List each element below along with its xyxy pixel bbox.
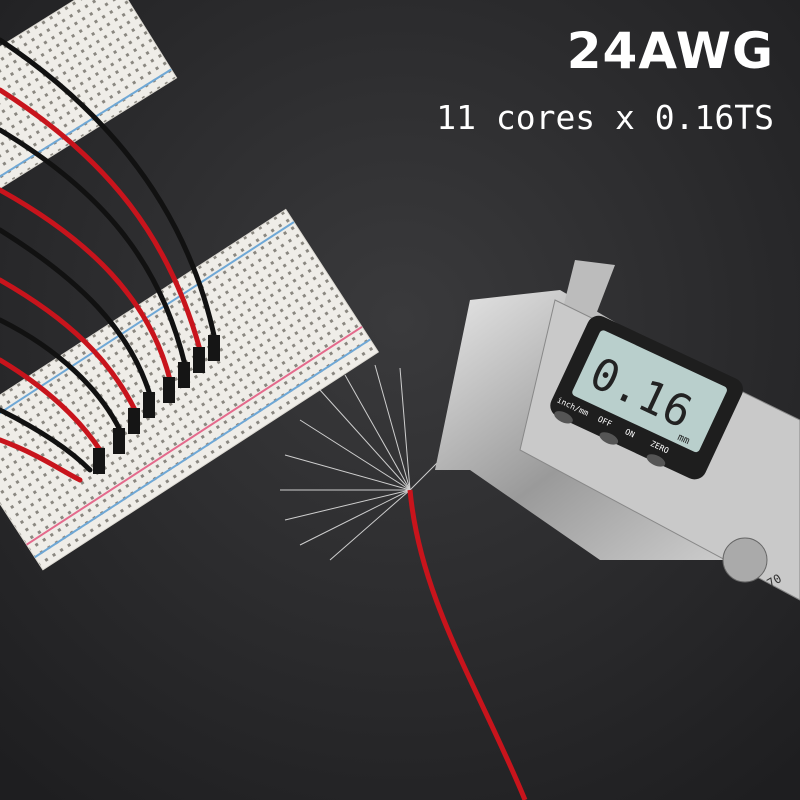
thumb-wheel[interactable] — [722, 537, 768, 583]
lcd-unit: mm — [676, 432, 692, 447]
breadboard-top — [0, 0, 178, 196]
on-label: ON — [624, 427, 637, 439]
digital-caliper: 0.16 mm inch/mm OFF ON ZERO 70 — [435, 260, 800, 601]
scale-label: 70 — [765, 571, 785, 590]
wire-strands — [280, 364, 441, 561]
product-title: 24AWG — [566, 22, 774, 80]
red-wire — [407, 489, 528, 800]
jumper-wires — [0, 37, 218, 483]
jumper-connectors — [93, 335, 220, 474]
product-subtitle: 11 cores x 0.16TS — [436, 98, 774, 137]
off-on-button[interactable] — [598, 430, 620, 448]
lcd-screen — [572, 330, 727, 453]
inch-mm-button[interactable] — [552, 409, 574, 427]
zero-button[interactable] — [645, 452, 667, 470]
